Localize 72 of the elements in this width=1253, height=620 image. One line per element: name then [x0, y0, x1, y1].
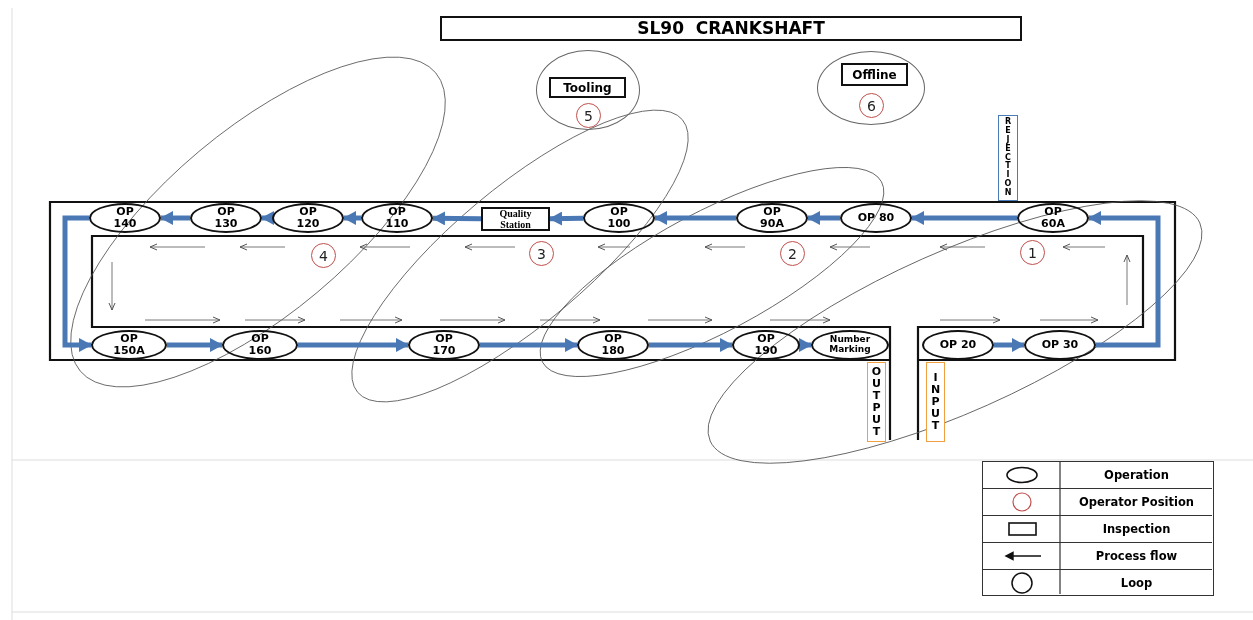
operation-label: OP 180 — [600, 333, 626, 357]
operation-ellipse — [190, 203, 262, 233]
operation-ellipse — [840, 203, 912, 233]
position-number: 3 — [537, 245, 546, 262]
operation-ellipse — [732, 330, 800, 360]
flow-arrow — [807, 211, 840, 225]
operation-ellipse — [408, 330, 480, 360]
legend-label: Process flow — [1094, 548, 1179, 565]
inspection-box — [549, 77, 626, 98]
operation-label: OP 80 — [856, 212, 896, 224]
operation-label: OP 120 — [295, 206, 321, 230]
position-number: 5 — [584, 107, 593, 124]
position-number: 1 — [1028, 244, 1037, 261]
operation-label: OP 20 — [938, 339, 978, 351]
operation-label: OP 150A — [112, 333, 146, 357]
vertical-label-box — [867, 362, 886, 442]
operation-ellipse — [361, 203, 433, 233]
operation-label: OP 60A — [1040, 206, 1066, 230]
operation-ellipse — [272, 203, 344, 233]
operation-ellipse — [736, 203, 808, 233]
flow-arrow — [261, 211, 274, 225]
vertical-label-box — [998, 115, 1018, 201]
legend-label: Operator Position — [1078, 494, 1195, 511]
operation-ellipse — [577, 330, 649, 360]
operation-label: OP 130 — [213, 206, 239, 230]
position-number: 2 — [788, 245, 797, 262]
box-label: Tooling — [563, 80, 612, 95]
position-number: 4 — [319, 247, 328, 264]
operation-ellipse — [583, 203, 655, 233]
vertical-label-box — [926, 362, 945, 442]
operation-label: OP 140 — [112, 206, 138, 230]
operation-label: OP 190 — [753, 333, 779, 357]
flow-arrow — [649, 338, 733, 352]
flow-arrow — [480, 338, 578, 352]
box-label: Quality Station — [498, 208, 533, 230]
operation-label: OP 170 — [431, 333, 457, 357]
legend-label: Inspection — [1101, 521, 1172, 538]
legend-label: Loop — [1119, 575, 1154, 592]
flow-arrow — [799, 338, 812, 352]
flow-arrow — [167, 338, 223, 352]
flow-arrow — [654, 211, 736, 225]
operation-ellipse — [1024, 330, 1096, 360]
flow-arrow — [994, 338, 1025, 352]
flow-arrow — [343, 211, 361, 225]
vertical-label: OUTPUT — [871, 365, 882, 439]
operation-ellipse — [91, 330, 167, 360]
inspection-box — [841, 63, 908, 86]
flow-arrow — [549, 211, 584, 226]
operation-label: OP 110 — [384, 206, 410, 230]
legend-label: Operation — [1103, 467, 1170, 484]
vertical-label: REJECTION — [1004, 118, 1012, 198]
vertical-label: INPUT — [930, 371, 941, 433]
operation-ellipse — [811, 330, 889, 360]
operation-label: Number Marking — [828, 335, 872, 355]
operation-ellipse — [222, 330, 298, 360]
flow-arrow — [298, 338, 409, 352]
flow-arrow — [1088, 211, 1161, 348]
operation-label: OP 30 — [1040, 339, 1080, 351]
operation-label: OP 100 — [606, 206, 632, 230]
flow-arrow — [62, 215, 92, 352]
position-number: 6 — [867, 97, 876, 114]
operation-label: OP 90A — [759, 206, 785, 230]
operation-label: OP 160 — [247, 333, 273, 357]
inspection-box — [481, 207, 550, 231]
operation-ellipse — [922, 330, 994, 360]
flow-arrow — [432, 211, 481, 226]
operation-ellipse — [89, 203, 161, 233]
flow-arrow — [911, 211, 1017, 225]
diagram-title: SL90 CRANKSHAFT — [440, 16, 1022, 41]
box-label: Offline — [852, 67, 897, 82]
flow-arrow — [160, 211, 190, 225]
operation-ellipse — [1017, 203, 1089, 233]
